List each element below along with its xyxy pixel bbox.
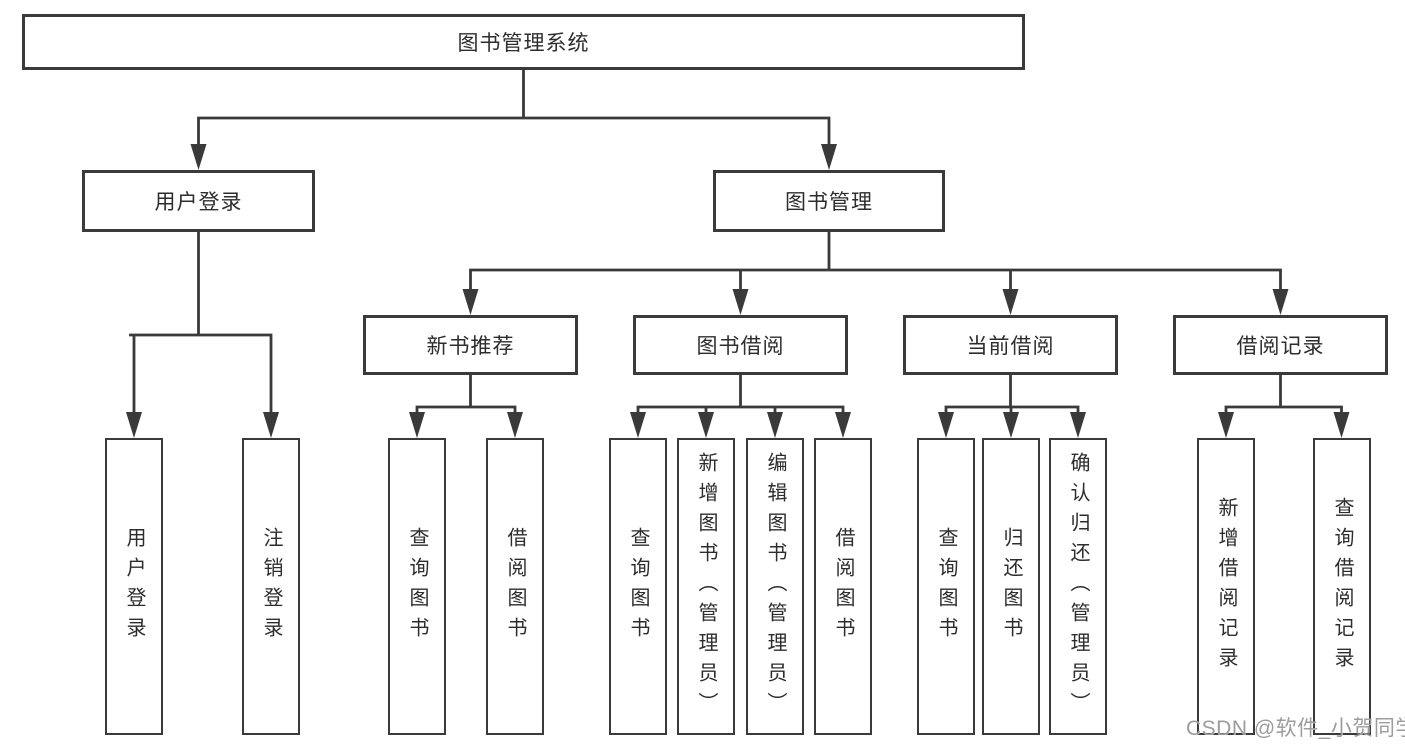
node-current-borrow: 当前借阅: [903, 315, 1118, 375]
connector-root-branch: [197, 68, 831, 148]
leaf-query-books-new-recommend: 查询图书: [388, 438, 446, 735]
leaf-add-borrow-record: 新增借阅记录: [1197, 438, 1255, 735]
leaf-borrow-books-book-borrow: 借阅图书: [814, 438, 872, 735]
node-user-login: 用户登录: [82, 170, 315, 232]
leaf-add-book-admin: 新增图书（管理员）: [677, 438, 735, 735]
connector-user-login-branch: [129, 230, 273, 416]
arrowheads: [126, 144, 1350, 438]
leaf-borrow-books-new-recommend: 借阅图书: [486, 438, 544, 735]
connector-book-borrow-branch: [636, 373, 845, 416]
node-book-management: 图书管理: [713, 170, 945, 232]
leaf-logout: 注销登录: [242, 438, 300, 735]
leaf-query-books-book-borrow: 查询图书: [609, 438, 667, 735]
node-book-borrow: 图书借阅: [633, 315, 848, 375]
connector-book-management-branch: [469, 230, 1282, 293]
leaf-query-borrow-record: 查询借阅记录: [1313, 438, 1371, 735]
connector-new-book-recommend-branch: [415, 373, 517, 416]
connector-borrow-records-branch: [1224, 373, 1343, 416]
leaf-query-books-current-borrow: 查询图书: [917, 438, 975, 735]
node-new-book-recommend: 新书推荐: [363, 315, 578, 375]
connector-current-borrow-branch: [944, 373, 1080, 416]
leaf-return-book: 归还图书: [982, 438, 1040, 735]
leaf-edit-book-admin: 编辑图书（管理员）: [746, 438, 804, 735]
csdn-watermark: CSDN @软件_小贺同学: [1186, 717, 1405, 740]
leaf-user-login: 用户登录: [105, 438, 163, 735]
node-library-management-system: 图书管理系统: [22, 14, 1025, 70]
leaf-confirm-return-admin: 确认归还（管理员）: [1049, 438, 1107, 735]
node-borrow-records: 借阅记录: [1173, 315, 1388, 375]
